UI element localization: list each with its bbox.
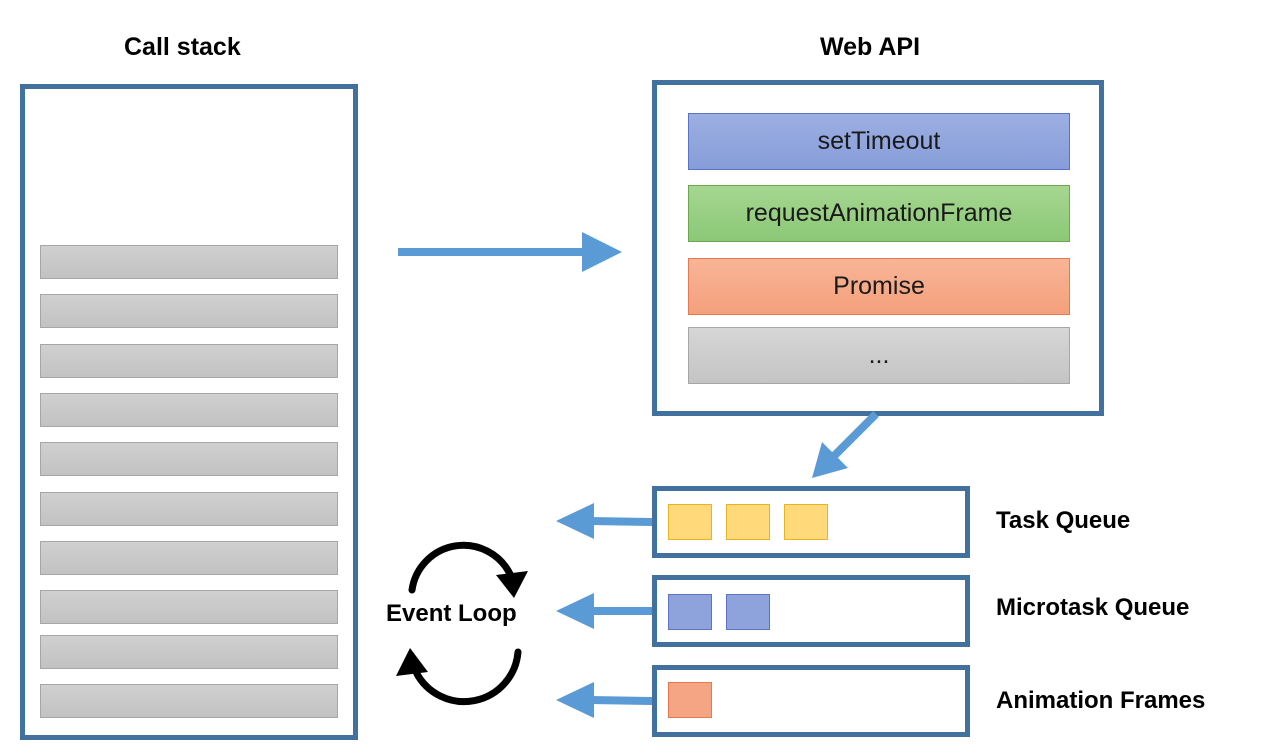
arrowhead-stack-to-webapi [582,232,622,272]
arrowhead-animation-frames-out [556,682,594,718]
task-queue-label: Task Queue [996,507,1131,534]
web-api-item-settimeout: setTimeout [688,113,1070,170]
call-stack-slot [40,635,338,669]
animation-frames-label: Animation Frames [996,687,1206,714]
microtask-queue-label: Microtask Queue [996,594,1190,621]
event-loop-arrow-top [408,541,514,594]
web-api-item-more: ... [688,327,1070,384]
arrowhead-microtask-queue-out [556,593,594,629]
arrow-webapi-to-queue [831,411,879,459]
task-token [668,504,712,540]
arrowhead-task-queue-out [556,503,594,539]
call-stack-slot [40,344,338,378]
microtask-token [726,594,770,630]
arrow-animation-frames-out [589,696,653,705]
web-api-item-promise: Promise [688,258,1070,315]
call-stack-slot [40,684,338,718]
event-loop-arrow-bottom [412,648,522,706]
call-stack-slot [40,541,338,575]
arrowhead-webapi-to-queue [812,442,848,478]
call-stack-slot [40,393,338,427]
event-loop-label: Event Loop [386,600,517,627]
event-loop-arrowhead-bottom [396,648,428,676]
call-stack-slot [40,245,338,279]
task-token [726,504,770,540]
arrow-task-queue-out [589,517,653,526]
task-token [784,504,828,540]
call-stack-slot [40,492,338,526]
event-loop-arrowhead-top [496,571,528,598]
call-stack-title: Call stack [124,33,241,61]
web-api-item-request-animation-frame: requestAnimationFrame [688,185,1070,242]
call-stack-slot [40,442,338,476]
call-stack-slot [40,294,338,328]
microtask-token [668,594,712,630]
call-stack-slot [40,590,338,624]
animation-frame-token [668,682,712,718]
web-api-title: Web API [820,33,921,61]
